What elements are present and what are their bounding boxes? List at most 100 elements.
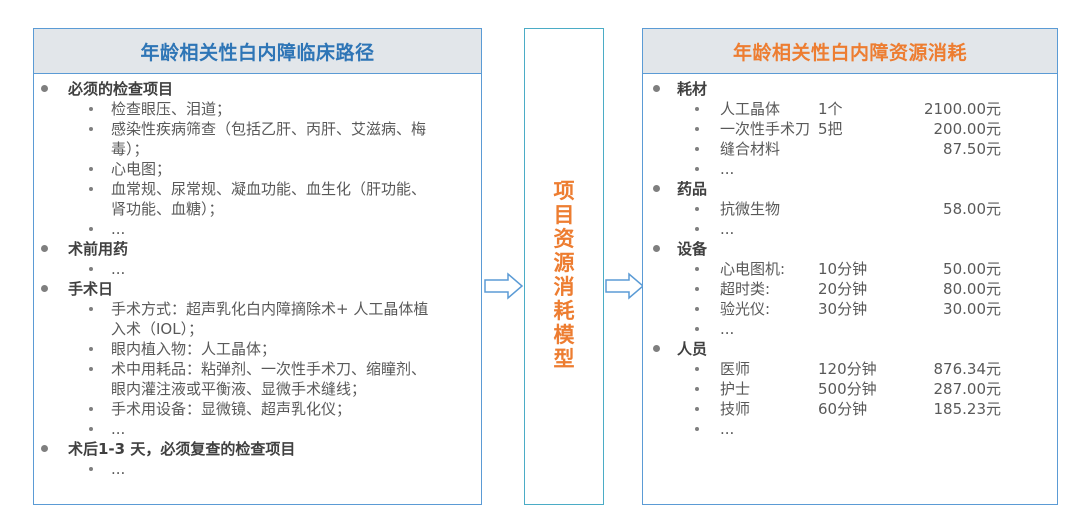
section-bullet-icon [41,285,48,292]
resource-quantity: 60分钟 [818,400,868,418]
list-item-text: 眼内植入物：人工晶体； [111,340,277,358]
resource-cost: 58.00元 [943,200,1001,218]
resource-name: ... [720,320,735,338]
resource-cost: 87.50元 [943,140,1001,158]
list-item-text: 毒）； [111,140,149,158]
clinical-pathway-header: 年龄相关性白内障临床路径 [34,29,481,74]
list-item-text: 入术（IOL）； [111,320,204,338]
list-item-text: ... [111,260,126,278]
section-title: 药品 [677,180,708,198]
item-bullet-icon [89,167,93,171]
model-char: 目 [553,203,575,227]
model-char: 资 [553,227,575,251]
item-bullet-icon [89,127,93,131]
item-bullet-icon [695,267,699,271]
item-bullet-icon [695,367,699,371]
resource-name: 护士 [720,380,751,398]
item-bullet-icon [695,287,699,291]
item-bullet-icon [695,107,699,111]
resource-name: 一次性手术刀 [720,120,811,138]
section-bullet-icon [41,85,48,92]
resource-cost: 876.34元 [933,360,1002,378]
resource-model-panel: 项 目 资 源 消 耗 模 型 [524,28,604,505]
item-bullet-icon [695,327,699,331]
list-item-text: 感染性疾病筛查（包括乙肝、丙肝、艾滋病、梅 [111,120,427,138]
resource-name: 缝合材料 [720,140,781,158]
resource-cost: 185.23元 [933,400,1002,418]
model-char: 型 [553,347,575,371]
resource-consumption-header: 年龄相关性白内障资源消耗 [643,29,1057,74]
item-bullet-icon [89,367,93,371]
resource-name: ... [720,220,735,238]
section-bullet-icon [653,245,660,252]
list-item-text: 手术方式：超声乳化白内障摘除术+ 人工晶体植 [111,300,429,318]
model-char: 模 [553,323,575,347]
section-title: 术前用药 [68,240,129,258]
list-item-text: ... [111,460,126,478]
clinical-pathway-title: 年龄相关性白内障临床路径 [140,41,375,64]
list-item-text: 肾功能、血糖）； [111,200,224,218]
resource-consumption-title: 年龄相关性白内障资源消耗 [732,41,967,64]
model-char: 耗 [553,299,575,323]
right-arrow-icon [484,272,524,300]
item-bullet-icon [695,147,699,151]
resource-cost: 200.00元 [933,120,1002,138]
item-bullet-icon [89,187,93,191]
item-bullet-icon [89,227,93,231]
section-title: 设备 [677,240,708,258]
resource-name: 验光仪: [720,300,771,318]
resource-quantity: 1个 [818,100,843,118]
model-char: 项 [553,179,575,203]
section-title: 耗材 [677,80,708,98]
resource-cost: 30.00元 [943,300,1001,318]
section-title: 手术日 [68,280,114,298]
resource-name: 人工晶体 [720,100,781,118]
list-item-text: 检查眼压、泪道； [111,100,232,118]
resource-cost: 2100.00元 [923,100,1001,118]
item-bullet-icon [695,207,699,211]
list-item-text: 手术用设备：显微镜、超声乳化仪； [111,400,352,418]
item-bullet-icon [695,307,699,311]
item-bullet-icon [89,467,93,471]
section-bullet-icon [41,245,48,252]
list-item-text: 术中用耗品：粘弹剂、一次性手术刀、缩瞳剂、 [111,360,427,378]
resource-name: 医师 [720,360,751,378]
resource-name: ... [720,420,735,438]
resource-name: 心电图机: [720,260,786,278]
resource-name: ... [720,160,735,178]
model-char: 源 [553,251,575,275]
list-item-text: 心电图； [111,160,172,178]
list-item-text: ... [111,420,126,438]
model-char: 消 [553,275,575,299]
resource-quantity: 120分钟 [818,360,877,378]
right-arrow-icon [605,272,645,300]
resource-quantity: 500分钟 [818,380,877,398]
resource-name: 抗微生物 [720,200,781,218]
item-bullet-icon [89,307,93,311]
clinical-pathway-panel: 年龄相关性白内障临床路径 必须的检查项目检查眼压、泪道； 感染性疾病筛查（包括乙肝… [33,28,482,505]
resource-name: 技师 [720,400,751,418]
item-bullet-icon [695,387,699,391]
list-item-text: 血常规、尿常规、凝血功能、血生化（肝功能、 [111,180,427,198]
section-title: 必须的检查项目 [68,80,174,98]
list-item-text: 眼内灌注液或平衡液、显微手术缝线； [111,380,367,398]
resource-cost: 80.00元 [943,280,1001,298]
item-bullet-icon [89,407,93,411]
item-bullet-icon [695,227,699,231]
section-title: 人员 [677,340,708,358]
item-bullet-icon [695,167,699,171]
item-bullet-icon [89,267,93,271]
item-bullet-icon [695,427,699,431]
section-bullet-icon [653,85,660,92]
section-bullet-icon [653,345,660,352]
resource-name: 超时类: [720,280,771,298]
item-bullet-icon [89,107,93,111]
item-bullet-icon [89,427,93,431]
item-bullet-icon [89,347,93,351]
item-bullet-icon [695,127,699,131]
section-bullet-icon [41,445,48,452]
resource-cost: 287.00元 [933,380,1002,398]
item-bullet-icon [695,407,699,411]
section-title: 术后1-3 天，必须复查的检查项目 [68,440,296,458]
